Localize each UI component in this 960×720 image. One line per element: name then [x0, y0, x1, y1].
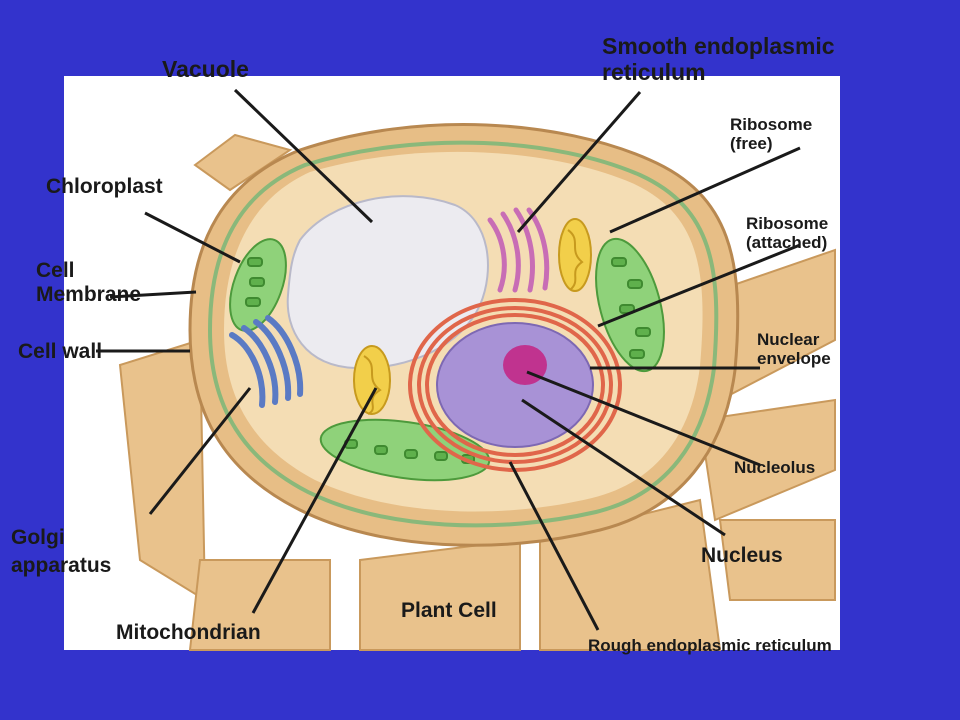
label-rough-er: Rough endoplasmic reticulum: [588, 636, 832, 655]
nucleolus: [503, 345, 547, 385]
label-ribosome-attached: Ribosome (attached): [746, 214, 829, 253]
cell-membrane: [207, 140, 719, 528]
label-cell-wall: Cell wall: [18, 340, 103, 363]
label-mitochondrian: Mitochondrian: [116, 621, 261, 644]
label-nucleus: Nucleus: [701, 544, 783, 567]
chloroplast: [229, 238, 287, 332]
label-chloroplast: Chloroplast: [46, 175, 163, 198]
label-ribosome-free: Ribosome (free): [730, 115, 813, 154]
label-plant-cell: Plant Cell: [401, 599, 497, 622]
golgi-apparatus: [229, 315, 304, 408]
label-nuclear-envelope: Nuclear envelope: [757, 330, 831, 369]
chloroplast-2: [595, 237, 665, 373]
nucleus: [436, 322, 594, 448]
mitochondrion: [558, 218, 592, 292]
mitochondrion-2: [353, 345, 391, 415]
chloroplast-3: [319, 418, 491, 482]
cell-wall-plates: [118, 133, 836, 651]
label-smooth-er: Smooth endoplasmic reticulum: [602, 33, 835, 85]
label-cell-membrane: Cell Membrane: [36, 259, 142, 306]
leader-lines: [96, 88, 801, 631]
label-golgi: Golgi apparatus: [11, 526, 112, 578]
label-nucleolus: Nucleolus: [734, 458, 816, 477]
label-vacuole: Vacuole: [162, 56, 249, 82]
